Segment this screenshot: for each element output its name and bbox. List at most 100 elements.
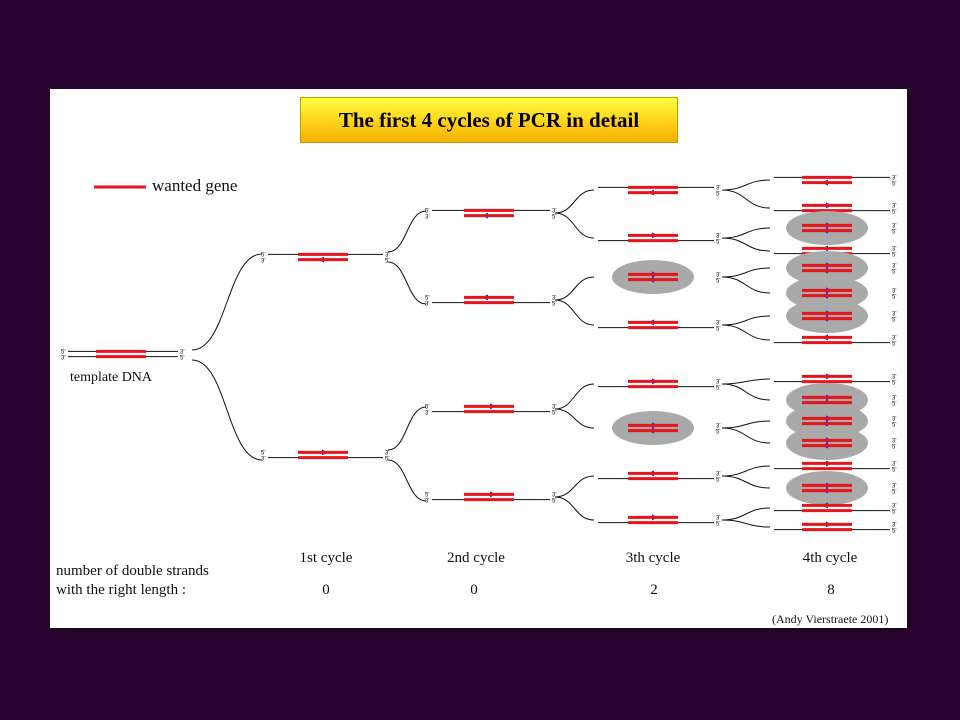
strand-end-label: 5' <box>716 279 720 285</box>
cycle-label-4: 4th cycle <box>802 550 858 566</box>
strand-end-label: 3' <box>385 450 389 456</box>
branch-curve <box>554 383 595 410</box>
strand-end-label: 5' <box>716 240 720 246</box>
strand-end-label: 3' <box>261 259 265 265</box>
strand-end-label: 5' <box>716 192 720 198</box>
strand-end-label: 3' <box>892 288 896 294</box>
strand-end-label: 5' <box>892 381 896 387</box>
branch-curve <box>721 427 771 444</box>
strand-end-label: 5' <box>892 342 896 348</box>
highlight-oval <box>786 299 868 333</box>
strand-end-label: 3' <box>180 349 184 355</box>
branch-curve <box>721 179 771 191</box>
strand-end-label: 3' <box>892 335 896 341</box>
strand-end-label: 5' <box>425 208 429 214</box>
highlight-oval <box>612 411 694 445</box>
strand-end-label: 5' <box>716 522 720 528</box>
strand-end-label: 3' <box>892 203 896 209</box>
strand-end-label: 3' <box>716 379 720 385</box>
branch-curve <box>554 475 595 498</box>
strand-end-label: 3' <box>892 246 896 252</box>
branch-curve <box>554 189 595 214</box>
strand-end-label: 5' <box>180 356 184 362</box>
branch-curve <box>721 507 771 521</box>
title-box: The first 4 cycles of PCR in detail <box>300 97 678 143</box>
cycle-count-4: 8 <box>827 582 835 598</box>
strand-end-label: 5' <box>892 210 896 216</box>
legend-label: wanted gene <box>152 176 238 195</box>
strand-end-label: 3' <box>892 175 896 181</box>
branch-curve <box>554 408 595 429</box>
highlight-oval <box>786 426 868 460</box>
strand-end-label: 5' <box>892 270 896 276</box>
strand-end-label: 5' <box>385 457 389 463</box>
branch-curve <box>721 189 771 209</box>
strand-end-label: 5' <box>716 430 720 436</box>
cycle-count-3: 2 <box>650 582 658 598</box>
branch-curve <box>387 261 427 305</box>
strand-end-label: 5' <box>552 411 556 417</box>
strand-end-label: 3' <box>892 483 896 489</box>
strand-end-label: 3' <box>552 208 556 214</box>
branch-curve <box>387 459 427 502</box>
strand-end-label: 5' <box>892 295 896 301</box>
strand-end-label: 5' <box>892 445 896 451</box>
branch-curve <box>721 276 771 294</box>
highlight-oval <box>786 211 868 245</box>
stat-label-line1: number of double strands <box>56 563 209 579</box>
strand-end-label: 3' <box>261 457 265 463</box>
strand-end-label: 3' <box>716 515 720 521</box>
strand-end-label: 3' <box>552 492 556 498</box>
strand-end-label: 5' <box>892 468 896 474</box>
cycle-label-1: 1st cycle <box>299 550 353 566</box>
strand-end-label: 5' <box>261 450 265 456</box>
strand-end-label: 5' <box>716 386 720 392</box>
strand-end-label: 3' <box>716 423 720 429</box>
stat-label-line2: with the right length : <box>56 582 186 598</box>
branch-curve <box>554 276 595 301</box>
branch-curve <box>387 210 427 253</box>
branch-curve <box>721 267 771 278</box>
credit-text: (Andy Vierstraete 2001) <box>772 612 889 626</box>
branch-curve <box>554 496 595 521</box>
strand-end-label: 5' <box>892 230 896 236</box>
strand-end-label: 3' <box>892 503 896 509</box>
cycle-count-1: 0 <box>322 582 330 598</box>
highlight-oval <box>612 260 694 294</box>
strand-end-label: 3' <box>892 311 896 317</box>
cycle-count-2: 0 <box>470 582 478 598</box>
highlight-oval <box>786 471 868 505</box>
strand-end-label: 3' <box>892 263 896 269</box>
strand-end-label: 5' <box>261 252 265 258</box>
strand-end-label: 5' <box>892 318 896 324</box>
branch-curve <box>721 378 771 385</box>
strand-end-label: 5' <box>425 295 429 301</box>
branch-curve <box>721 475 771 489</box>
strand-end-label: 3' <box>425 215 429 221</box>
strand-end-label: 5' <box>716 327 720 333</box>
strand-end-label: 5' <box>892 253 896 259</box>
cycle-label-2: 2nd cycle <box>447 550 505 566</box>
strand-end-label: 3' <box>425 411 429 417</box>
strand-end-label: 3' <box>385 252 389 258</box>
strand-end-label: 5' <box>892 529 896 535</box>
strand-end-label: 3' <box>716 272 720 278</box>
branch-curve <box>721 237 771 252</box>
strand-end-label: 3' <box>716 233 720 239</box>
strand-end-label: 5' <box>892 402 896 408</box>
strand-end-label: 5' <box>425 492 429 498</box>
strand-end-label: 5' <box>892 510 896 516</box>
strand-end-label: 3' <box>892 395 896 401</box>
branch-curve <box>721 227 771 239</box>
cycle-label-3: 3th cycle <box>625 550 681 566</box>
branch-curve <box>721 324 771 341</box>
branch-curve <box>191 359 263 461</box>
template-dna-label: template DNA <box>70 370 153 385</box>
strand-end-label: 3' <box>61 356 65 362</box>
strand-end-label: 3' <box>716 320 720 326</box>
strand-end-label: 3' <box>552 295 556 301</box>
strand-end-label: 3' <box>716 185 720 191</box>
strand-end-label: 3' <box>716 471 720 477</box>
strand-end-label: 5' <box>892 423 896 429</box>
